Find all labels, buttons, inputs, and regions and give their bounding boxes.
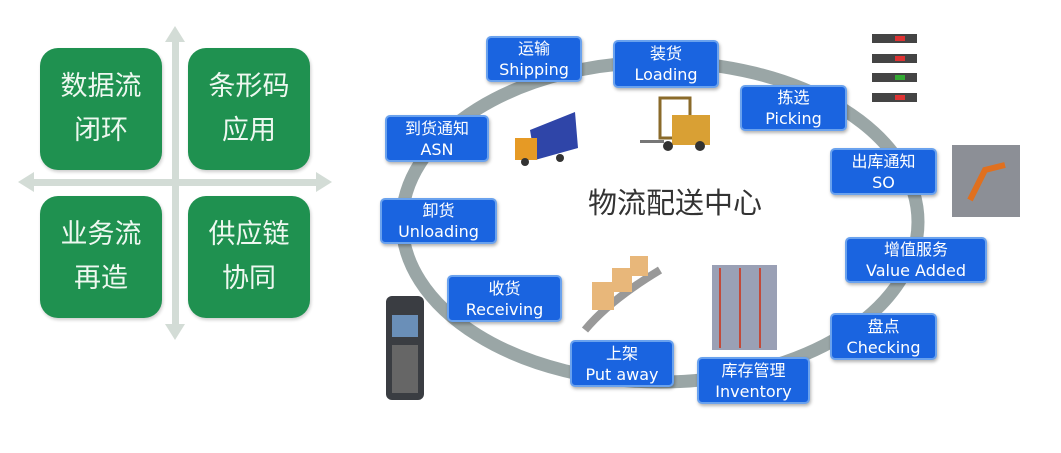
- center-title: 物流配送中心: [588, 186, 763, 220]
- step-en: Shipping: [499, 60, 569, 79]
- quadrant-line: 供应链: [208, 219, 290, 250]
- conveyor-boxes-icon: [581, 256, 663, 333]
- truck-icon: [515, 112, 578, 166]
- robot-arm-photo: [952, 145, 1020, 217]
- step-cn: 增值服务: [883, 240, 948, 259]
- forklift-icon: [640, 96, 710, 151]
- quadrant-line: 业务流: [60, 219, 142, 250]
- quadrant-line: 再造: [74, 263, 128, 294]
- step-value-added: 增值服务 Value Added: [845, 237, 987, 283]
- step-en: Value Added: [866, 261, 966, 280]
- axis-cross: [18, 26, 332, 340]
- step-cn: 收货: [488, 278, 521, 298]
- quadrant-barcode: 条形码应用: [188, 48, 310, 170]
- step-unloading: 卸货 Unloading: [380, 198, 497, 244]
- quadrant-line: 协同: [222, 263, 276, 294]
- quadrant-supply-chain: 供应链协同: [188, 196, 310, 318]
- step-en: ASN: [420, 139, 454, 159]
- indicator-lights-icon: [872, 34, 917, 102]
- step-cn: 拣选: [777, 88, 810, 107]
- quadrant-line: 数据流: [60, 71, 142, 102]
- step-cn: 装货: [649, 44, 682, 63]
- step-shipping: 运输 Shipping: [486, 36, 582, 82]
- step-en: Unloading: [398, 222, 479, 241]
- step-cn: 库存管理: [721, 360, 786, 380]
- step-en: SO: [872, 172, 895, 192]
- quadrant-line: 闭环: [74, 115, 128, 146]
- step-cn: 运输: [517, 39, 550, 58]
- quadrant-data-flow: 数据流闭环: [40, 48, 162, 170]
- step-en: Loading: [634, 65, 698, 84]
- step-cn: 到货通知: [404, 118, 469, 138]
- step-loading: 装货 Loading: [613, 40, 719, 88]
- quadrant-business-flow: 业务流再造: [40, 196, 162, 318]
- step-picking: 拣选 Picking: [740, 85, 847, 131]
- step-cn: 上架: [605, 343, 638, 363]
- quadrant-line: 应用: [222, 115, 276, 146]
- step-en: Checking: [846, 337, 921, 357]
- step-cn: 盘点: [867, 316, 900, 336]
- step-cn: 卸货: [422, 201, 455, 220]
- step-en: Inventory: [715, 381, 792, 401]
- warehouse-rack-photo: [712, 265, 777, 350]
- step-en: Picking: [765, 109, 822, 128]
- step-en: Put away: [585, 364, 659, 384]
- step-en: Receiving: [465, 299, 544, 319]
- step-cn: 出库通知: [851, 151, 916, 171]
- quadrant-line: 条形码: [208, 71, 290, 102]
- barcode-scanner-icon: [386, 296, 424, 400]
